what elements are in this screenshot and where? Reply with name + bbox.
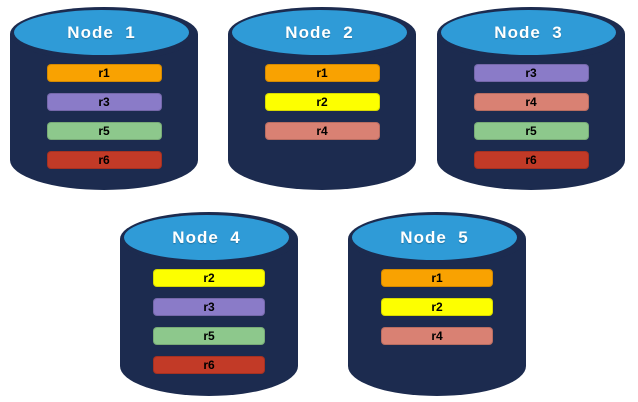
replica-label: r4 (316, 124, 328, 138)
node-5-cylinder: Node 5 r1 r2 r4 (348, 212, 526, 396)
replica-bar: r6 (473, 151, 589, 169)
replica-bar: r2 (264, 93, 380, 111)
replica-bar: r6 (46, 151, 162, 169)
replica-bar: r3 (473, 64, 589, 82)
replica-bar-list: r1 r2 r4 (348, 269, 526, 345)
node-title: Node 4 (172, 227, 241, 247)
replica-label: r3 (98, 95, 110, 109)
cylinder-top-face: Node 1 (14, 10, 189, 55)
replica-label: r1 (316, 66, 328, 80)
node-3-cylinder: Node 3 r3 r4 r5 r6 (437, 7, 625, 190)
replica-label: r6 (98, 153, 110, 167)
cylinder-top-face: Node 3 (441, 10, 616, 55)
replica-bar: r5 (46, 122, 162, 140)
replica-bar: r4 (264, 122, 380, 140)
replica-bar: r6 (153, 356, 265, 374)
cylinder-top-face: Node 2 (232, 10, 407, 55)
replica-label: r2 (316, 95, 328, 109)
replica-bar: r2 (153, 269, 265, 287)
replica-bar-list: r1 r3 r5 r6 (10, 64, 198, 169)
replica-label: r2 (203, 271, 215, 285)
replica-label: r5 (98, 124, 110, 138)
replica-bar: r2 (381, 298, 493, 316)
node-title: Node 2 (285, 22, 354, 42)
replica-label: r3 (525, 66, 537, 80)
replica-label: r5 (203, 329, 215, 343)
node-title: Node 1 (67, 22, 136, 42)
replica-bar-list: r3 r4 r5 r6 (437, 64, 625, 169)
replica-bar-list: r1 r2 r4 (228, 64, 416, 140)
replica-label: r3 (203, 300, 215, 314)
replica-bar: r4 (381, 327, 493, 345)
replica-label: r4 (431, 329, 443, 343)
replica-label: r2 (431, 300, 443, 314)
replica-bar: r1 (46, 64, 162, 82)
replica-bar: r1 (264, 64, 380, 82)
cylinder-top-face: Node 5 (352, 215, 517, 260)
node-2-cylinder: Node 2 r1 r2 r4 (228, 7, 416, 190)
replica-label: r6 (203, 358, 215, 372)
node-1-cylinder: Node 1 r1 r3 r5 r6 (10, 7, 198, 190)
replica-bar-list: r2 r3 r5 r6 (120, 269, 298, 374)
replica-bar: r3 (46, 93, 162, 111)
node-title: Node 3 (494, 22, 563, 42)
replica-label: r4 (525, 95, 537, 109)
replica-bar: r4 (473, 93, 589, 111)
cylinder-top-face: Node 4 (124, 215, 289, 260)
node-title: Node 5 (400, 227, 469, 247)
replica-label: r6 (525, 153, 537, 167)
replica-label: r1 (98, 66, 110, 80)
node-4-cylinder: Node 4 r2 r3 r5 r6 (120, 212, 298, 396)
replica-label: r1 (431, 271, 443, 285)
replica-bar: r5 (473, 122, 589, 140)
replica-bar: r1 (381, 269, 493, 287)
replica-bar: r3 (153, 298, 265, 316)
replica-bar: r5 (153, 327, 265, 345)
replica-label: r5 (525, 124, 537, 138)
